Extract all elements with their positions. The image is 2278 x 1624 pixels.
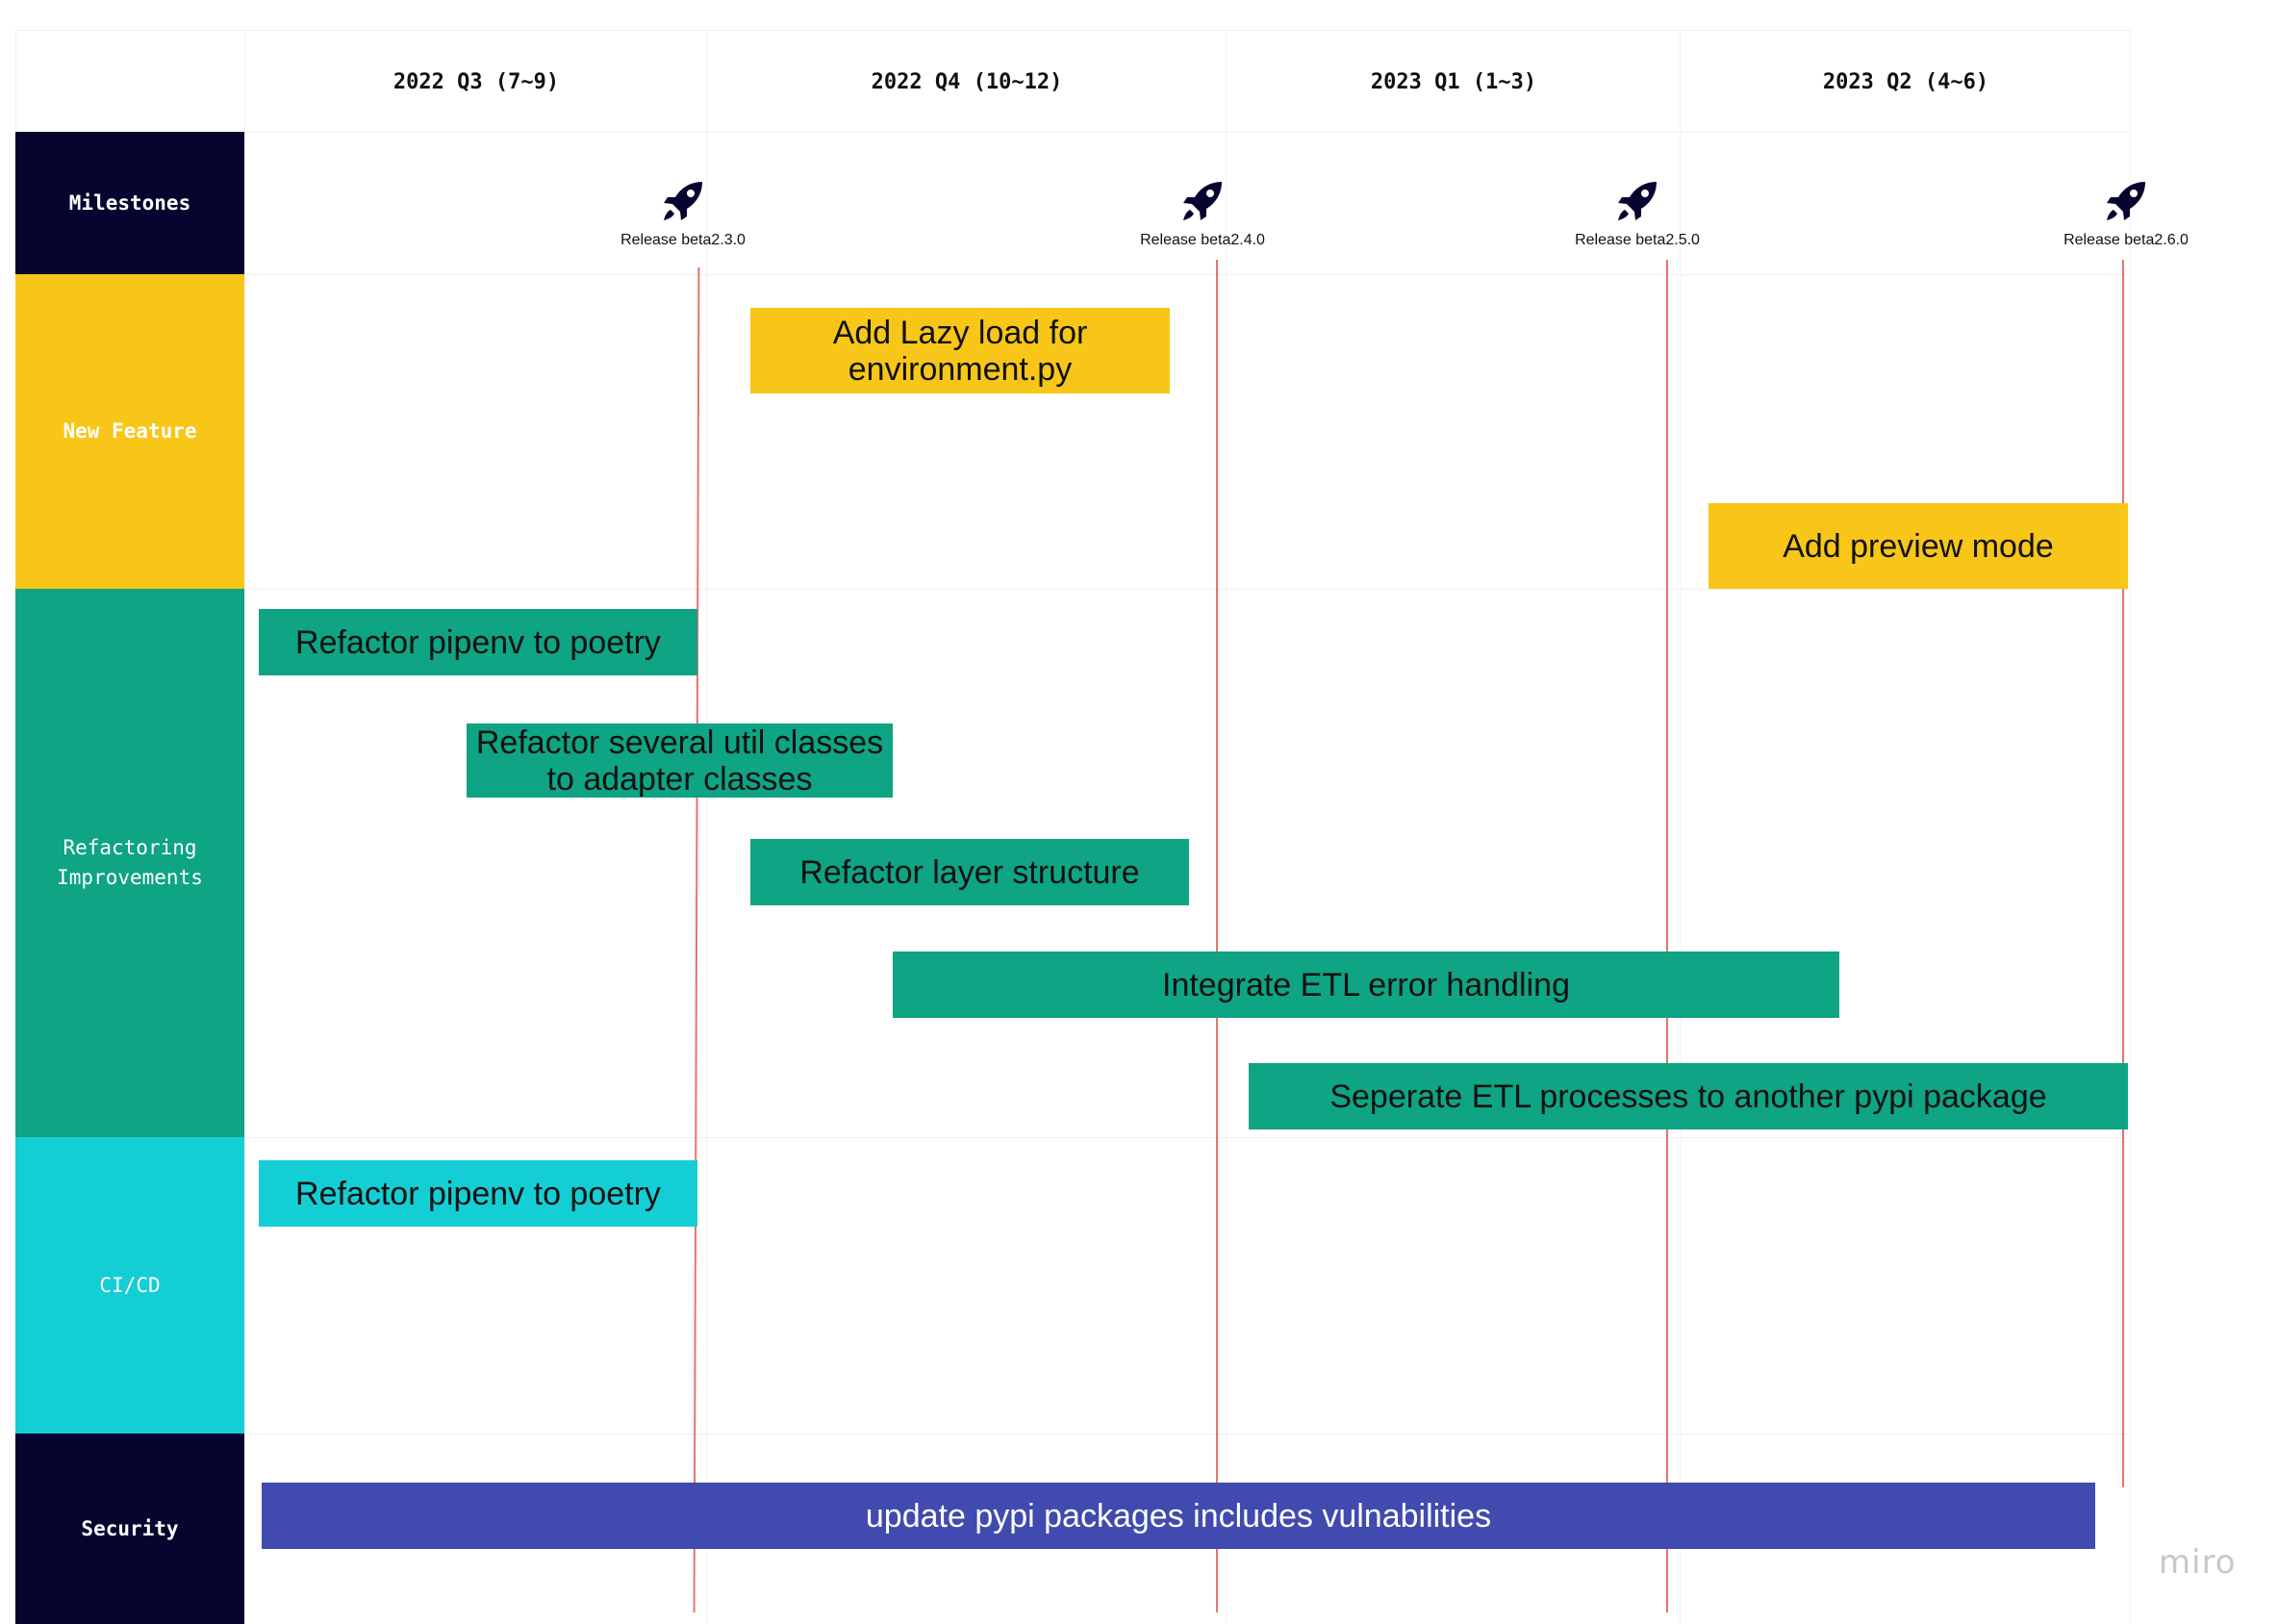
grid-line — [1680, 30, 1681, 1624]
grid-line — [1226, 30, 1227, 1624]
quarter-header-2022-q4: 2022 Q4 (10~12) — [706, 31, 1227, 133]
corner-cell — [15, 30, 245, 133]
card-add-preview-mode[interactable]: Add preview mode — [1708, 503, 2128, 589]
milestone-beta2-6-0[interactable]: Release beta2.6.0 — [2030, 178, 2222, 249]
milestone-label: Release beta2.4.0 — [1140, 232, 1265, 248]
release-line-beta2-4-0 — [1216, 260, 1218, 1612]
card-refactor-util-classes[interactable]: Refactor several util classes to adapter… — [467, 723, 893, 798]
milestone-label: Release beta2.5.0 — [1575, 232, 1700, 248]
card-refactor-pipenv-to-poetry[interactable]: Refactor pipenv to poetry — [259, 609, 697, 675]
release-line-beta2-6-0 — [2122, 260, 2124, 1487]
grid-line — [244, 30, 245, 1624]
grid-line — [244, 274, 2130, 275]
grid-line — [244, 1137, 2130, 1138]
quarter-header-2023-q2: 2023 Q2 (4~6) — [1680, 31, 2131, 133]
release-line-beta2-5-0 — [1666, 260, 1668, 1612]
row-label-refactoring-improvements: Refactoring Improvements — [15, 589, 244, 1137]
quarter-header-2022-q3: 2022 Q3 (7~9) — [244, 31, 707, 133]
quarter-header-2023-q1: 2023 Q1 (1~3) — [1226, 31, 1681, 133]
card-refactor-layer-structure[interactable]: Refactor layer structure — [750, 839, 1189, 905]
rocket-icon — [1618, 182, 1657, 220]
grid-line — [244, 589, 2130, 590]
milestone-label: Release beta2.6.0 — [2063, 232, 2189, 248]
milestone-label: Release beta2.3.0 — [620, 232, 746, 248]
milestone-beta2-3-0[interactable]: Release beta2.3.0 — [587, 178, 779, 249]
row-label-security: Security — [15, 1434, 244, 1624]
grid-line — [706, 30, 707, 1624]
grid-line — [244, 132, 2130, 133]
rocket-icon — [2107, 182, 2145, 220]
row-label-milestones: Milestones — [15, 132, 244, 274]
rocket-icon — [1183, 182, 1222, 220]
quarter-header-row: 2022 Q3 (7~9) 2022 Q4 (10~12) 2023 Q1 (1… — [244, 30, 2130, 133]
card-cicd-refactor-pipenv-to-poetry[interactable]: Refactor pipenv to poetry — [259, 1160, 697, 1227]
card-integrate-etl-error-handling[interactable]: Integrate ETL error handling — [893, 952, 1839, 1018]
rocket-icon — [664, 182, 702, 220]
miro-logo: miro — [2159, 1543, 2237, 1582]
card-update-pypi-packages[interactable]: update pypi packages includes vulnabilit… — [262, 1483, 2095, 1549]
card-add-lazy-load[interactable]: Add Lazy load for environment.py — [750, 308, 1170, 393]
milestone-beta2-5-0[interactable]: Release beta2.5.0 — [1541, 178, 1734, 249]
row-label-new-feature: New Feature — [15, 274, 244, 589]
row-label-ci-cd: CI/CD — [15, 1137, 244, 1434]
release-line-beta2-3-0 — [693, 267, 700, 1612]
card-seperate-etl-processes[interactable]: Seperate ETL processes to another pypi p… — [1249, 1063, 2128, 1129]
milestone-beta2-4-0[interactable]: Release beta2.4.0 — [1106, 178, 1299, 249]
grid-line — [2130, 30, 2131, 1624]
